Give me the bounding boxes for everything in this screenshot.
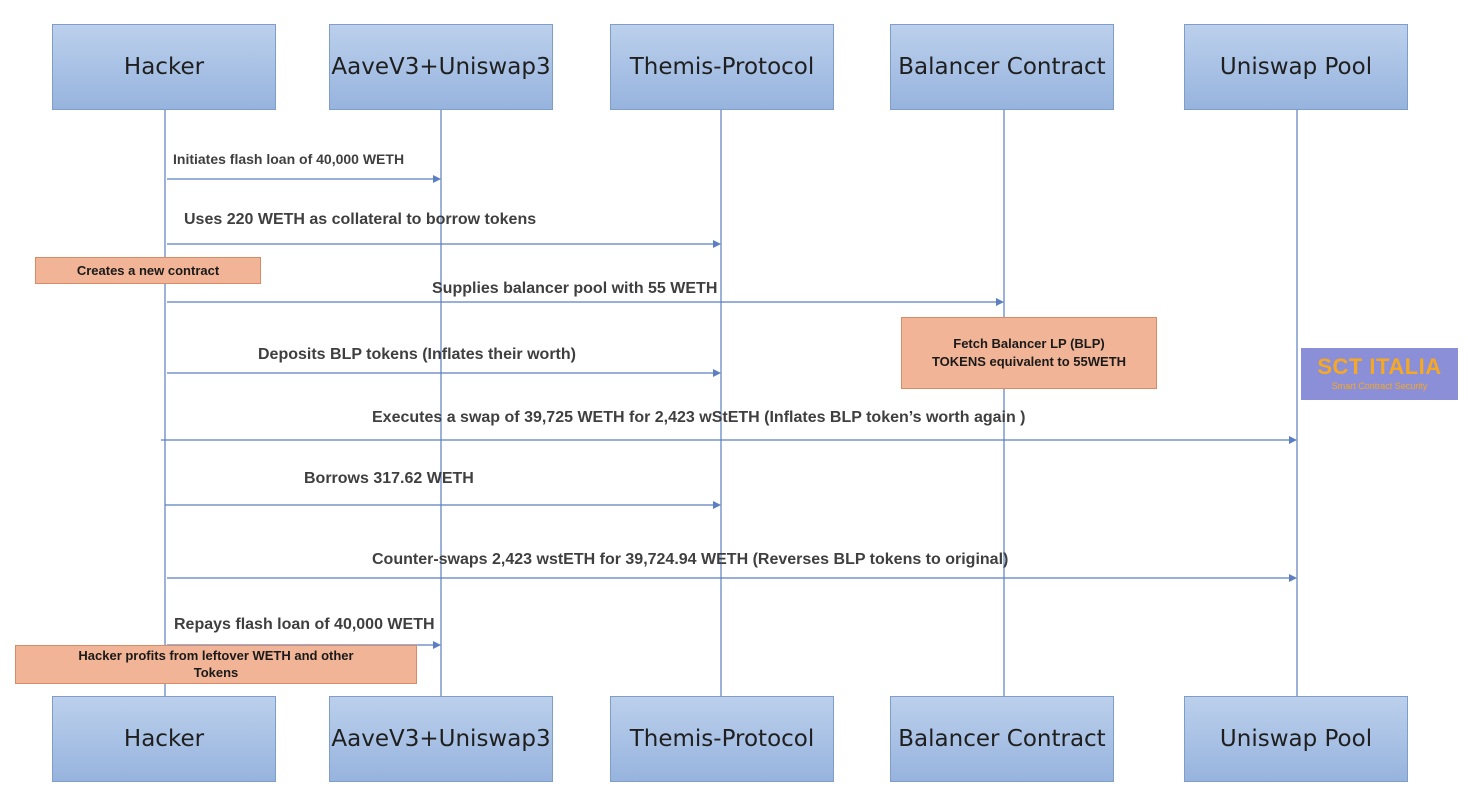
note-creates-contract-text: Creates a new contract bbox=[76, 262, 220, 278]
logo-title: SCT ITALIA bbox=[1317, 354, 1442, 379]
note-fetch-blp: Fetch Balancer LP (BLP) TOKENS equivalen… bbox=[901, 317, 1157, 389]
note-hacker-profits-line1: Hacker profits from leftover WETH and ot… bbox=[78, 648, 354, 664]
message-arrow-2 bbox=[167, 240, 721, 248]
message-arrowhead-8 bbox=[433, 641, 441, 649]
participant-uniswap-top: Uniswap Pool bbox=[1184, 24, 1408, 110]
participant-uniswap-bottom: Uniswap Pool bbox=[1184, 696, 1408, 782]
message-arrowhead-5 bbox=[1289, 436, 1297, 444]
note-hacker-profits-line2: Tokens bbox=[193, 664, 239, 680]
message-arrow-4 bbox=[167, 369, 721, 377]
participant-aave-bottom: AaveV3+Uniswap3 bbox=[329, 696, 553, 782]
message-arrowhead-1 bbox=[433, 175, 441, 183]
participant-balancer-top: Balancer Contract bbox=[890, 24, 1114, 110]
note-creates-contract: Creates a new contract bbox=[35, 257, 261, 284]
message-arrow-5 bbox=[161, 436, 1297, 444]
message-arrowhead-6 bbox=[713, 501, 721, 509]
participant-themis-bottom: Themis-Protocol bbox=[610, 696, 834, 782]
sct-italia-logo: SCT ITALIA Smart Contract Security bbox=[1301, 348, 1458, 400]
message-arrowhead-7 bbox=[1289, 574, 1297, 582]
message-label-supply-balancer: Supplies balancer pool with 55 WETH bbox=[432, 280, 718, 297]
logo-subtitle: Smart Contract Security bbox=[1331, 381, 1428, 391]
participant-balancer-bottom: Balancer Contract bbox=[890, 696, 1114, 782]
message-arrow-3 bbox=[167, 298, 1004, 306]
message-label-deposit-blp: Deposits BLP tokens (Inflates their wort… bbox=[258, 346, 576, 363]
message-label-repay: Repays flash loan of 40,000 WETH bbox=[174, 616, 435, 633]
message-arrowhead-2 bbox=[713, 240, 721, 248]
message-label-flash-loan: Initiates flash loan of 40,000 WETH bbox=[173, 151, 405, 167]
note-hacker-profits: Hacker profits from leftover WETH and ot… bbox=[15, 645, 417, 684]
message-label-borrow: Borrows 317.62 WETH bbox=[304, 470, 474, 487]
participant-aave-top: AaveV3+Uniswap3 bbox=[329, 24, 553, 110]
message-label-swap: Executes a swap of 39,725 WETH for 2,423… bbox=[372, 409, 1026, 426]
note-fetch-blp-line1: Fetch Balancer LP (BLP) bbox=[953, 336, 1105, 352]
message-arrow-6 bbox=[165, 501, 721, 509]
message-arrow-7 bbox=[167, 574, 1297, 582]
message-arrowhead-4 bbox=[713, 369, 721, 377]
participant-hacker-bottom: Hacker bbox=[52, 696, 276, 782]
message-arrow-1 bbox=[167, 175, 441, 183]
message-label-collateral: Uses 220 WETH as collateral to borrow to… bbox=[184, 211, 537, 228]
message-label-counter-swap: Counter-swaps 2,423 wstETH for 39,724.94… bbox=[372, 551, 1009, 568]
note-fetch-blp-line2: TOKENS equivalent to 55WETH bbox=[931, 354, 1127, 369]
participant-hacker-top: Hacker bbox=[52, 24, 276, 110]
message-arrowhead-3 bbox=[996, 298, 1004, 306]
participant-themis-top: Themis-Protocol bbox=[610, 24, 834, 110]
